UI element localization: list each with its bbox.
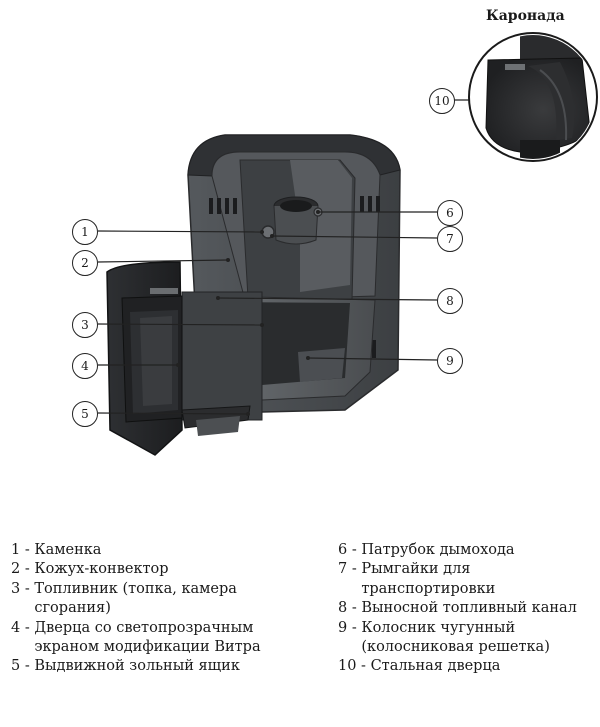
legend-item: 7 - Рымгайки для транспортировки	[338, 561, 496, 597]
inset-title: Каронада	[486, 8, 565, 24]
legend-item: 3 - Топливник (топка, камера сгорания)	[11, 580, 237, 617]
stove-illustration	[97, 32, 598, 456]
legend-left: 1 - Каменка 2 - Кожух-конвектор 3 - Топл…	[11, 541, 291, 677]
callout-1: 1	[72, 219, 98, 245]
callout-2: 2	[72, 250, 98, 276]
callout-3: 3	[72, 312, 98, 338]
legend-item: 9 - Колосник чугунный (колосниковая реше…	[338, 619, 550, 656]
legend-item: 5 - Выдвижной зольный ящик	[11, 658, 240, 675]
legend-item: 10 - Стальная дверца	[338, 658, 501, 675]
callout-8: 8	[437, 288, 463, 314]
callout-7: 7	[437, 226, 463, 252]
stove-diagram: Каронада 1 2 3 4 5 6 7 8 9 10	[72, 8, 598, 456]
legend-item: 4 - Дверца со светопрозрачным экраном мо…	[11, 619, 261, 656]
legend-right: 6 - Патрубок дымохода 7 - Рымгайки для т…	[338, 541, 594, 677]
callout-6: 6	[437, 200, 463, 226]
legend-item: 2 - Кожух-конвектор	[11, 561, 169, 578]
inset-steel-door	[468, 32, 598, 162]
legend-item: 1 - Каменка	[11, 542, 102, 558]
callout-10: 10	[429, 88, 455, 114]
callout-5: 5	[72, 401, 98, 427]
callout-4: 4	[72, 353, 98, 379]
legend-item: 6 - Патрубок дымохода	[338, 542, 515, 558]
callout-9: 9	[437, 348, 463, 374]
legend-item: 8 - Выносной топливный канал	[338, 600, 577, 617]
